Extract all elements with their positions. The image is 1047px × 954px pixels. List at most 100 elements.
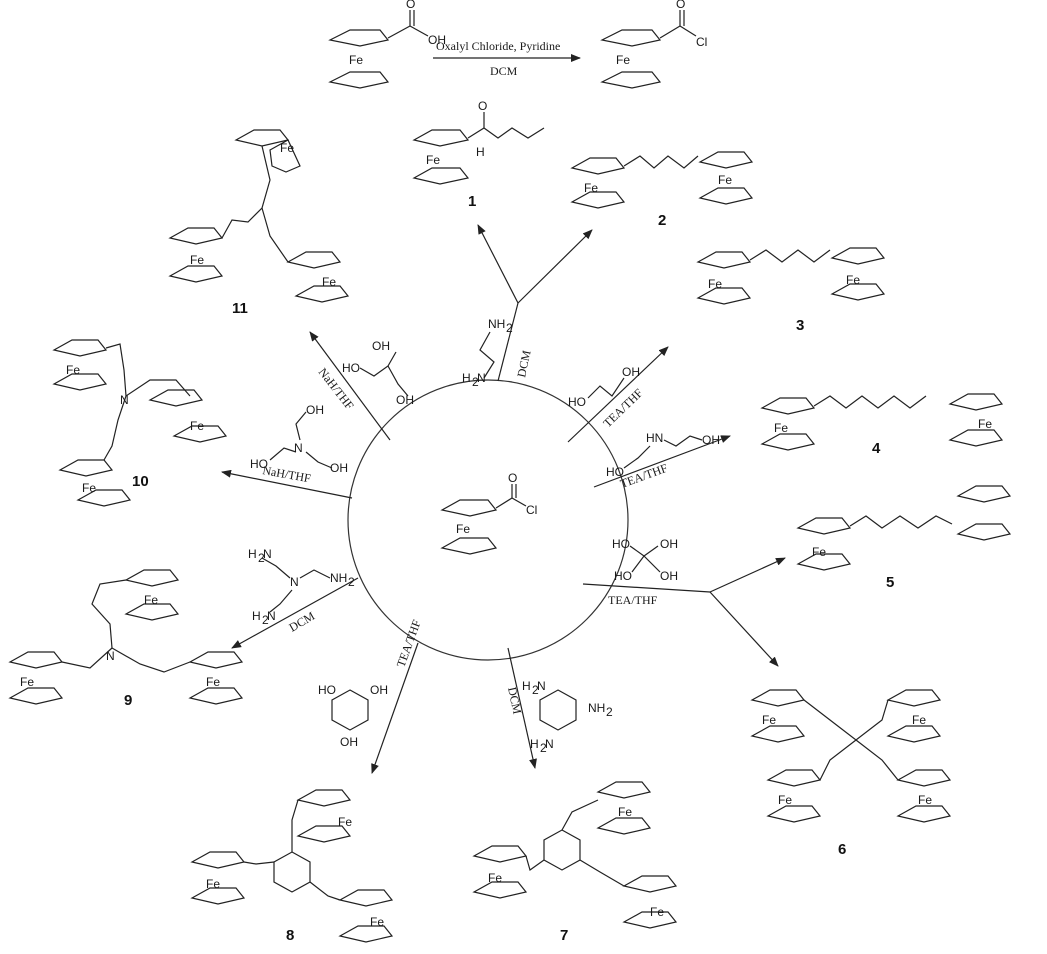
svg-text:N: N — [294, 441, 303, 455]
svg-text:H: H — [248, 547, 257, 561]
reagent-phloroglucinol: HO OH OH — [318, 683, 388, 749]
compound-number-4: 4 — [872, 440, 881, 457]
atom-fe: Fe — [616, 53, 630, 67]
arrow-dcm-amine — [497, 302, 519, 382]
arrow-to-11 — [309, 331, 391, 441]
svg-text:HO: HO — [606, 465, 624, 479]
product-7-structure: Fe Fe Fe — [472, 781, 678, 929]
arrow-to-6 — [709, 591, 779, 667]
svg-text:Fe: Fe — [66, 363, 80, 377]
svg-text:Fe: Fe — [206, 877, 220, 891]
svg-text:2: 2 — [258, 551, 265, 565]
svg-text:Fe: Fe — [584, 181, 598, 195]
svg-text:N: N — [545, 737, 554, 751]
svg-text:OH: OH — [660, 537, 678, 551]
arrow-to-7 — [507, 647, 537, 769]
svg-text:Fe: Fe — [206, 675, 220, 689]
svg-text:H: H — [476, 145, 485, 159]
reagent-diethanolamine: HN OH HO — [606, 431, 720, 479]
svg-text:2: 2 — [540, 741, 547, 755]
svg-text:OH: OH — [702, 433, 720, 447]
svg-text:HO: HO — [342, 361, 360, 375]
svg-text:OH: OH — [396, 393, 414, 407]
arrow-to-4 — [593, 435, 731, 488]
reagent-triethanolamine: N OH HO OH — [250, 403, 348, 475]
condition-nah-thf-triethanolamine: NaH/THF — [261, 463, 312, 485]
svg-text:Fe: Fe — [778, 793, 792, 807]
product-8-structure: Fe Fe Fe — [190, 789, 394, 943]
svg-text:2: 2 — [532, 683, 539, 697]
compound-number-10: 10 — [132, 473, 149, 490]
svg-text:Fe: Fe — [488, 871, 502, 885]
atom-cl: Cl — [696, 35, 707, 49]
svg-text:Fe: Fe — [846, 273, 860, 287]
svg-text:OH: OH — [306, 403, 324, 417]
compound-number-5: 5 — [886, 574, 894, 591]
arrow-to-3 — [567, 346, 669, 443]
svg-text:Fe: Fe — [708, 277, 722, 291]
compound-numbers: 1 2 3 4 5 6 7 8 9 10 11 — [124, 193, 894, 944]
atom-fe: Fe — [349, 53, 363, 67]
svg-text:Fe: Fe — [650, 905, 664, 919]
svg-text:N: N — [290, 575, 299, 589]
svg-text:OH: OH — [622, 365, 640, 379]
svg-text:OH: OH — [372, 339, 390, 353]
condition-tea-thf-diethanolamine: TEA/THF — [618, 461, 669, 491]
svg-text:N: N — [537, 679, 546, 693]
svg-text:N: N — [477, 371, 486, 385]
svg-text:HO: HO — [568, 395, 586, 409]
arrow-to-5 — [709, 557, 786, 593]
arrow-to-9 — [231, 577, 359, 649]
product-9-structure: N Fe Fe Fe — [8, 569, 244, 705]
arrow-to-2 — [517, 229, 593, 304]
svg-text:Fe: Fe — [190, 253, 204, 267]
compound-number-3: 3 — [796, 317, 804, 334]
compound-number-7: 7 — [560, 927, 568, 944]
svg-text:HO: HO — [250, 457, 268, 471]
compound-number-2: 2 — [658, 212, 666, 229]
svg-text:N: N — [120, 393, 129, 407]
product-structures: O Fe H Fe Fe Fe Fe — [8, 99, 1012, 943]
svg-text:HO: HO — [614, 569, 632, 583]
svg-text:N: N — [263, 547, 272, 561]
central-ferrocenoyl-chloride: Fe O Cl — [440, 471, 537, 555]
svg-text:2: 2 — [262, 613, 269, 627]
svg-text:N: N — [267, 609, 276, 623]
arrow-to-1 — [477, 224, 519, 304]
svg-text:OH: OH — [330, 461, 348, 475]
atom-o: O — [508, 471, 517, 485]
svg-text:2: 2 — [472, 375, 479, 389]
condition-dcm-melamine: DCM — [505, 686, 524, 716]
svg-text:HO: HO — [318, 683, 336, 697]
svg-text:H: H — [530, 737, 539, 751]
product-2-structure: Fe Fe — [570, 151, 754, 209]
top-reagent-2: DCM — [490, 64, 518, 78]
atom-o: O — [676, 0, 685, 11]
svg-text:O: O — [478, 99, 487, 113]
reagent-pentaerythritol: HO OH HO OH — [612, 537, 678, 583]
svg-text:OH: OH — [370, 683, 388, 697]
compound-number-11: 11 — [232, 300, 248, 317]
svg-text:NH: NH — [488, 317, 505, 331]
svg-text:Fe: Fe — [774, 421, 788, 435]
top-reagent-1: Oxalyl Chloride, Pyridine — [436, 39, 560, 53]
product-4-structure: Fe Fe — [760, 393, 1004, 451]
svg-text:OH: OH — [660, 569, 678, 583]
ferrocene-carboxylic-acid: Fe O OH — [328, 0, 446, 89]
svg-text:Fe: Fe — [190, 419, 204, 433]
arrow-to-10 — [221, 469, 353, 499]
svg-text:N: N — [106, 649, 115, 663]
svg-text:Fe: Fe — [426, 153, 440, 167]
product-5-structure: Fe — [796, 485, 1012, 571]
ferrocenoyl-chloride: Fe O Cl — [600, 0, 707, 89]
product-10-structure: N Fe Fe Fe — [52, 339, 228, 507]
svg-text:Fe: Fe — [718, 173, 732, 187]
product-1-structure: O Fe H — [412, 99, 545, 185]
svg-text:Fe: Fe — [370, 915, 384, 929]
compound-number-9: 9 — [124, 692, 132, 709]
reagent-ethylene-glycol: OH HO — [568, 365, 640, 409]
condition-tea-thf-pentaerythritol: TEA/THF — [608, 593, 658, 607]
atom-oh: OH — [428, 33, 446, 47]
